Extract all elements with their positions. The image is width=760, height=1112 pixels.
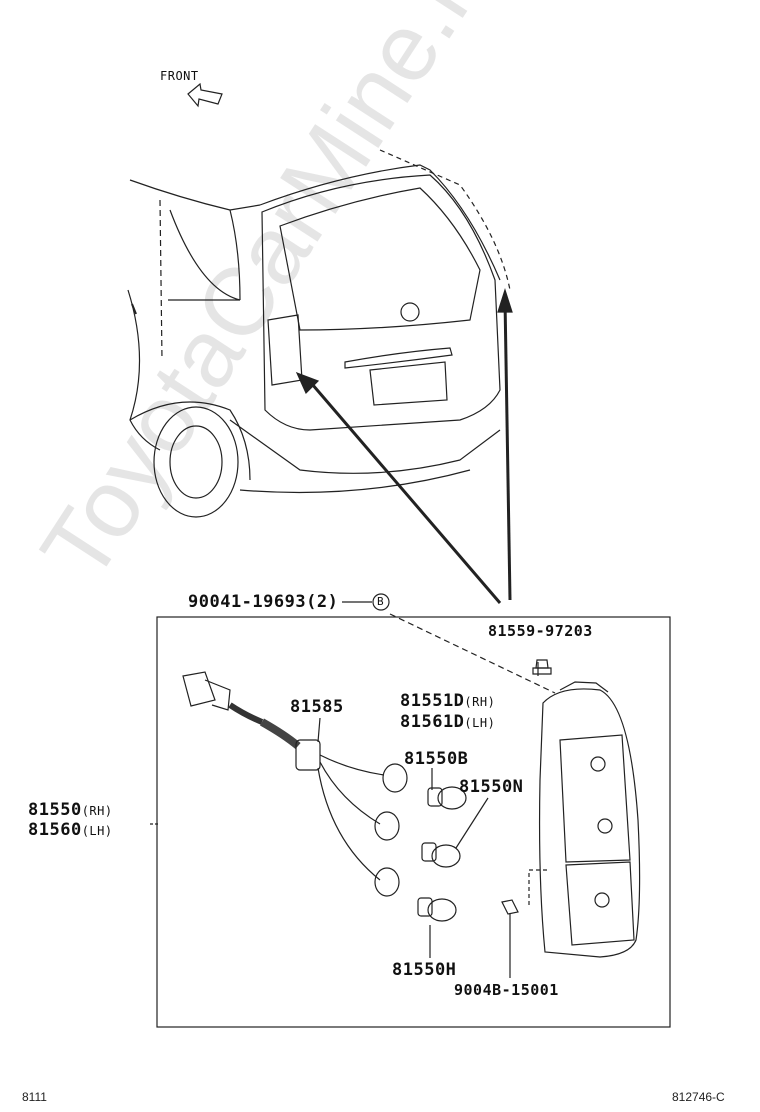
arrow-head-icon [295, 371, 320, 395]
footer-left-code: 8111 [22, 1090, 47, 1104]
socket-wire-81585 [182, 671, 408, 897]
arrow-head-icon [497, 288, 513, 313]
bulb-81550H [417, 897, 457, 922]
callout-9004B: 9004B-15001 [454, 981, 559, 999]
ref-b-label: B [377, 595, 385, 608]
callout-81550: 81550(RH) [28, 800, 113, 820]
callout-81550B: 81550B [404, 749, 469, 769]
screw-81559 [532, 659, 552, 675]
tail-lamp-lens [538, 681, 641, 958]
location-arrows [310, 299, 512, 604]
bulb-81550N [421, 842, 461, 868]
callout-81551D: 81551D(RH) [400, 691, 496, 711]
vehicle-rear-drawing [127, 149, 511, 518]
front-arrow-icon [187, 82, 223, 108]
parts-group-frame [156, 616, 671, 1028]
callout-81560: 81560(LH) [28, 820, 113, 840]
bulb-81550B [427, 786, 467, 810]
callout-81559: 81559-97203 [488, 622, 593, 640]
callout-81550H: 81550H [392, 960, 457, 980]
callout-81561D: 81561D(LH) [400, 712, 496, 732]
callout-81550N: 81550N [459, 777, 524, 797]
ref-b-circle-icon [372, 593, 390, 611]
clip-9004B [501, 899, 519, 915]
callout-81585: 81585 [290, 697, 344, 717]
callout-90041: 90041-19693(2) [188, 592, 339, 612]
footer-right-code: 812746-C [672, 1090, 725, 1104]
front-label: FRONT [160, 69, 199, 83]
